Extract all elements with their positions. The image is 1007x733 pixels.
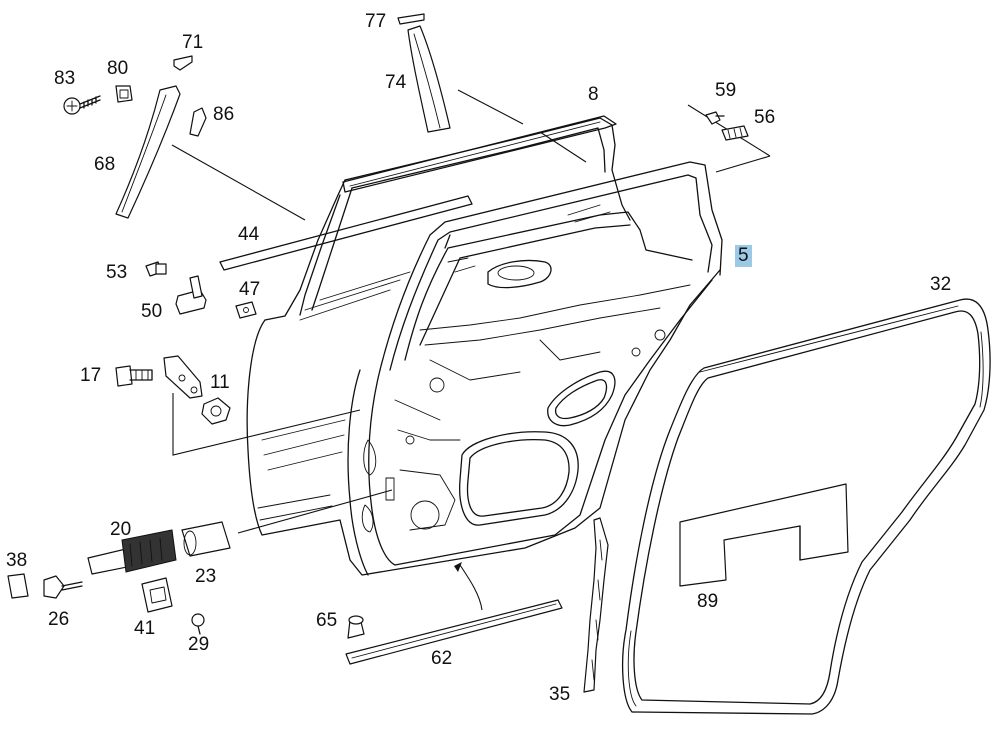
cover-part-23 (181, 521, 231, 557)
plate-part-41 (141, 577, 173, 613)
callout-29[interactable]: 29 (188, 634, 210, 655)
pin-part-53 (145, 261, 167, 277)
seal-strip-part-35 (583, 517, 609, 693)
nut-part-11 (201, 397, 231, 425)
callout-59[interactable]: 59 (715, 80, 737, 101)
callout-38[interactable]: 38 (6, 550, 28, 571)
lock-part-20 (87, 529, 177, 575)
screw-part-83 (63, 95, 101, 115)
callout-23[interactable]: 23 (195, 566, 217, 587)
arrow-head (454, 562, 462, 572)
callout-80[interactable]: 80 (107, 58, 129, 79)
callout-68[interactable]: 68 (94, 154, 116, 175)
clip-part-47 (235, 301, 257, 319)
callout-41[interactable]: 41 (134, 618, 156, 639)
callout-65[interactable]: 65 (316, 610, 338, 631)
callout-74[interactable]: 74 (385, 72, 407, 93)
callout-20[interactable]: 20 (110, 519, 132, 540)
callout-32[interactable]: 32 (930, 274, 952, 295)
pillar-trim-part-68 (115, 85, 181, 219)
window-channel-part-8 (342, 115, 617, 193)
direction-arrow (459, 564, 483, 611)
door-seal-part-32 (621, 298, 991, 715)
callout-17[interactable]: 17 (80, 365, 102, 386)
bolt-part-17 (115, 365, 153, 387)
callout-83[interactable]: 83 (54, 68, 76, 89)
hinge-bracket (163, 355, 203, 399)
screw-part-29 (191, 613, 205, 635)
callout-53[interactable]: 53 (106, 262, 128, 283)
clip-part-71 (173, 55, 193, 71)
callout-89[interactable]: 89 (697, 591, 719, 612)
clip-part-86 (189, 107, 207, 137)
callout-35[interactable]: 35 (549, 684, 571, 705)
insulation-sheet-part-89 (679, 483, 849, 587)
callout-26[interactable]: 26 (48, 609, 70, 630)
clip-part-77 (397, 13, 425, 25)
callout-8[interactable]: 8 (588, 84, 599, 105)
bolt-part-59 (705, 111, 725, 125)
sill-strip-part-62 (345, 599, 563, 665)
bracket-part-50 (175, 275, 207, 315)
pillar-cover-part-74 (407, 25, 451, 133)
leader-lines (171, 89, 771, 534)
callout-71[interactable]: 71 (182, 32, 204, 53)
bolt-part-26 (43, 575, 83, 599)
callout-56[interactable]: 56 (754, 107, 776, 128)
callout-44[interactable]: 44 (238, 224, 260, 245)
callout-77[interactable]: 77 (365, 11, 387, 32)
door-shell-part-5 (246, 117, 723, 576)
clip-part-38 (7, 573, 29, 599)
callout-5-highlighted[interactable]: 5 (735, 245, 752, 267)
clip-part-56 (721, 125, 749, 141)
strip-part-44 (219, 195, 473, 271)
clip-part-65 (347, 615, 365, 639)
callout-47[interactable]: 47 (239, 279, 261, 300)
callout-62[interactable]: 62 (431, 648, 453, 669)
callout-50[interactable]: 50 (141, 301, 163, 322)
callout-11[interactable]: 11 (210, 372, 230, 393)
callout-86[interactable]: 86 (213, 104, 235, 125)
clip-part-80 (115, 85, 133, 103)
